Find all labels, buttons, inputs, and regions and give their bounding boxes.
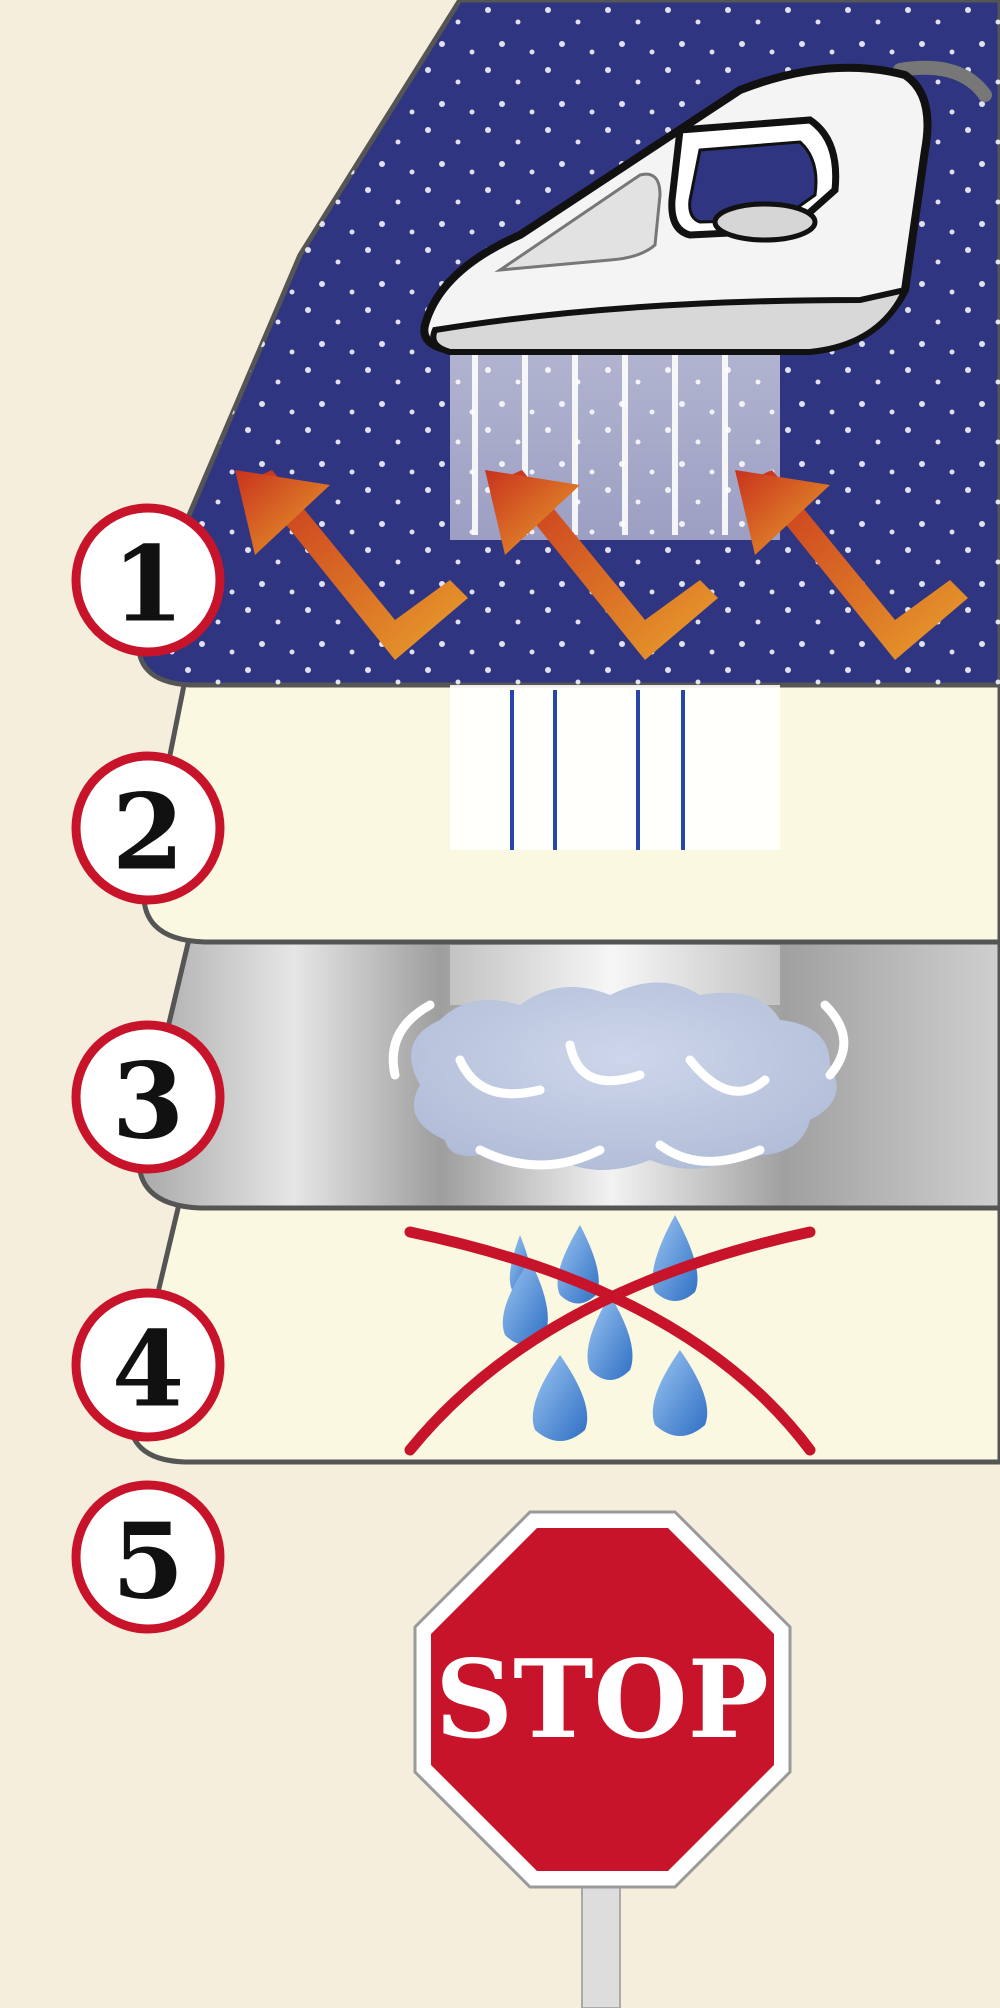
layer-badge-5-number: 5	[112, 1500, 184, 1623]
heat-arrow-2	[485, 470, 718, 660]
stop-sign-pole	[581, 1867, 621, 2008]
stop-sign-text: STOP	[435, 1637, 769, 1763]
layer-badge-4-number: 4	[112, 1308, 184, 1431]
layer-badge-1: 1	[71, 503, 225, 657]
layer-badge-3-number: 3	[112, 1040, 184, 1163]
layer-badge-3: 3	[71, 1020, 225, 1174]
layer-badge-2: 2	[71, 751, 225, 905]
heat-arrow-icon	[235, 470, 968, 660]
cross-icon	[404, 1226, 816, 1456]
layer-badge-4: 4	[71, 1288, 225, 1442]
stop-sign-icon: STOP	[413, 1510, 792, 2008]
heat-arrow-1	[235, 470, 468, 660]
iron-icon	[420, 60, 992, 355]
layer-badge-5: 5	[71, 1480, 225, 1634]
steam-cloud-icon	[388, 982, 849, 1170]
layer-badge-1-number: 1	[112, 523, 184, 646]
layer-badge-2-number: 2	[112, 771, 184, 894]
heat-arrow-3	[735, 470, 968, 660]
